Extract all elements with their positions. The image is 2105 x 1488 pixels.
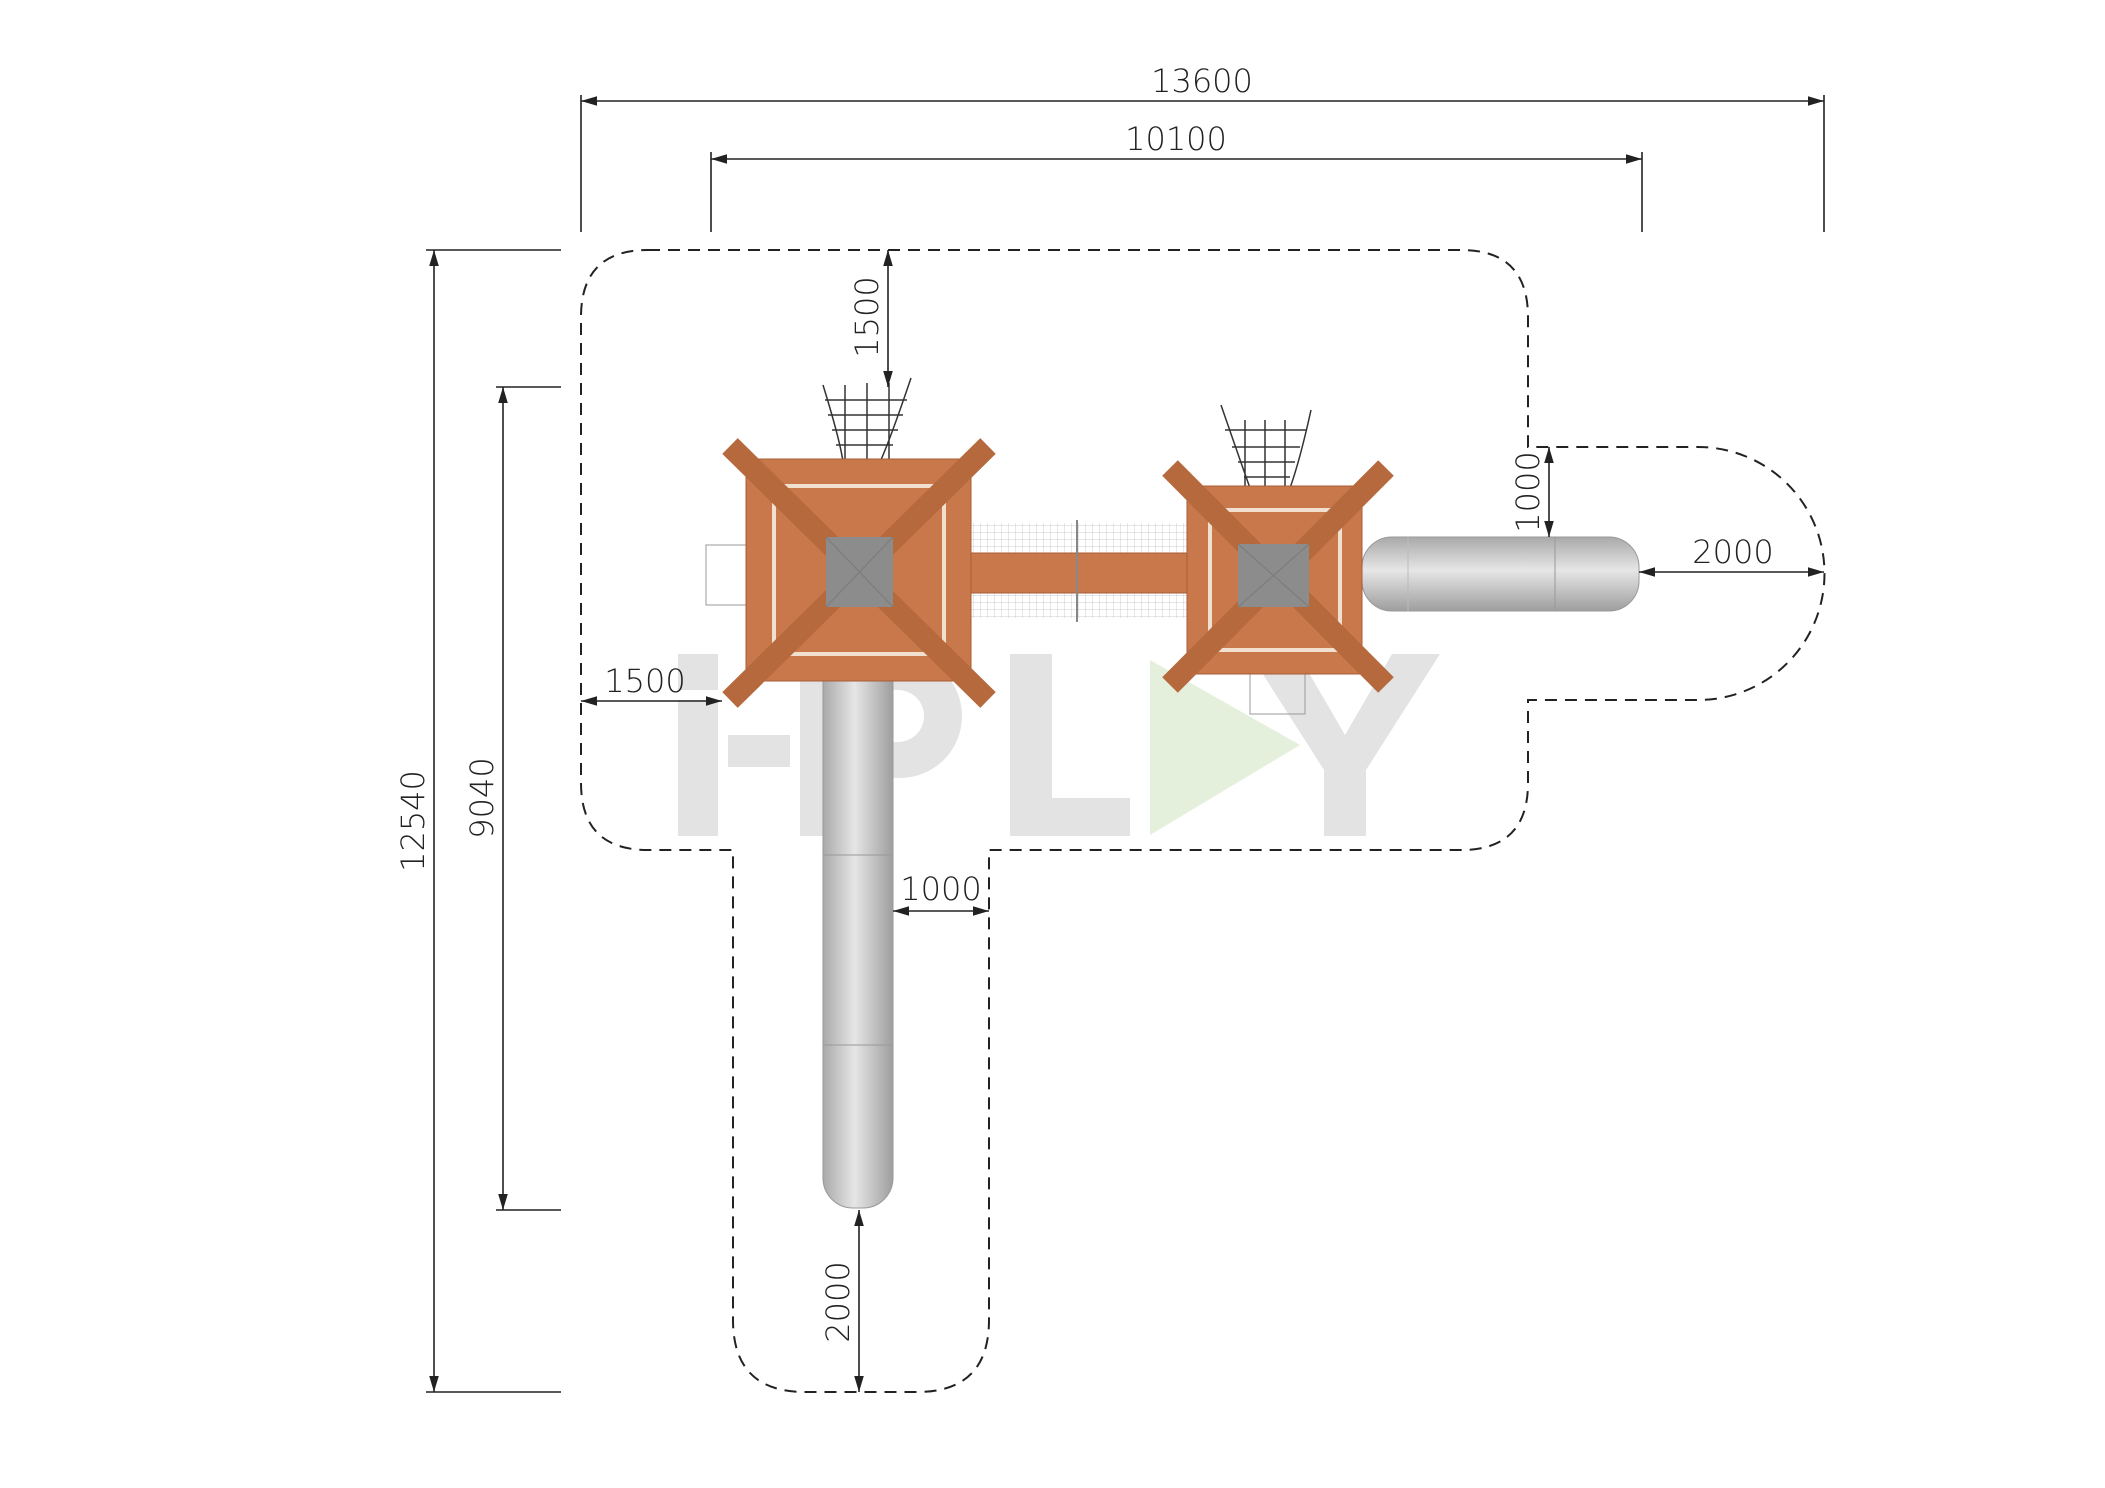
dim-bottom-slide-side: 1000: [900, 870, 981, 908]
climbing-net: [1220, 404, 1312, 489]
dim-overall-width: 13600: [1151, 62, 1253, 100]
tower-1: [705, 377, 996, 708]
dim-structure-depth: 9040: [463, 757, 501, 838]
dimension-lines: [426, 95, 1825, 1393]
bottom-tube-slide: [822, 647, 894, 1209]
dim-right-slide-end: 2000: [1692, 533, 1773, 571]
safety-zone-boundary: [580, 249, 1826, 1393]
right-tube-slide: [1361, 536, 1640, 612]
dim-top-clearance: 1500: [848, 276, 886, 357]
dim-bottom-slide-end: 2000: [819, 1261, 857, 1342]
tower-2: [1162, 404, 1394, 715]
dim-overall-depth: 12540: [394, 770, 432, 872]
climbing-net: [822, 377, 912, 463]
dim-left-clearance: 1500: [604, 662, 685, 700]
play-triangle-icon: [1150, 660, 1300, 835]
dim-structure-width: 10100: [1125, 120, 1227, 158]
rope-bridge: [954, 520, 1201, 622]
dim-right-slide-side: 1000: [1509, 451, 1547, 532]
